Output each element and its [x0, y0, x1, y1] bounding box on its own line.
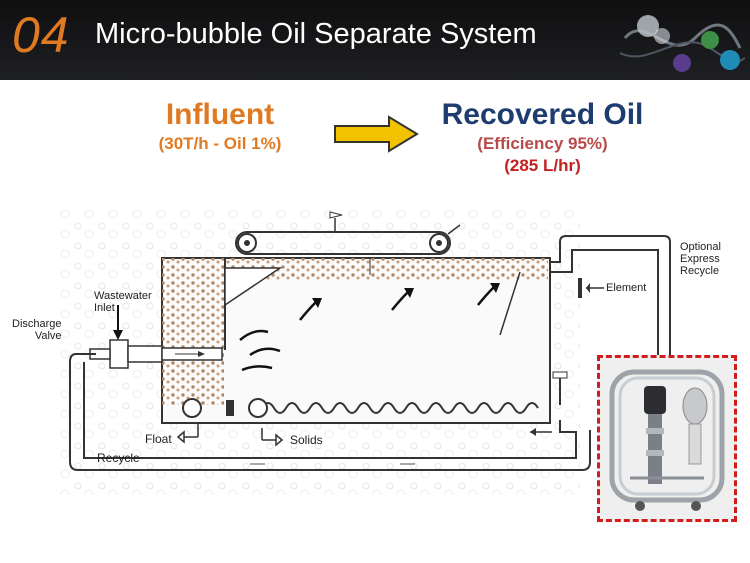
- solids-label: Solids: [290, 433, 323, 447]
- separator-diagram: [60, 210, 671, 495]
- optional-recycle-label: Optional Express Recycle: [680, 241, 721, 277]
- rate-label: (285 L/hr): [504, 156, 581, 175]
- recovered-title: Recovered Oil: [441, 98, 644, 131]
- flow-arrow-icon: [334, 115, 419, 153]
- title-bar: 04 Micro-bubble Oil Separate System: [0, 0, 750, 80]
- decorative-logo-icon: [620, 15, 745, 72]
- element-label: Element: [606, 282, 647, 294]
- influent-block: Influent (30T/h - Oil 1%): [140, 98, 300, 154]
- pump-unit-photo: [597, 355, 737, 522]
- float-label: Float: [145, 432, 172, 446]
- influent-title: Influent: [165, 98, 275, 131]
- efficiency-label: (Efficiency 95%): [477, 134, 608, 153]
- recycle-label: Recycle: [97, 451, 140, 465]
- discharge-valve-label: Discharge Valve: [12, 318, 62, 342]
- slide-number: 04: [12, 7, 70, 63]
- influent-detail: (30T/h - Oil 1%): [158, 134, 282, 153]
- recovered-oil-block: Recovered Oil (Efficiency 95%) (285 L/hr…: [425, 98, 660, 176]
- slide-title: Micro-bubble Oil Separate System: [95, 18, 537, 50]
- wastewater-inlet-label: Wastewater Inlet: [94, 290, 152, 314]
- pump-unit-icon: [600, 358, 734, 519]
